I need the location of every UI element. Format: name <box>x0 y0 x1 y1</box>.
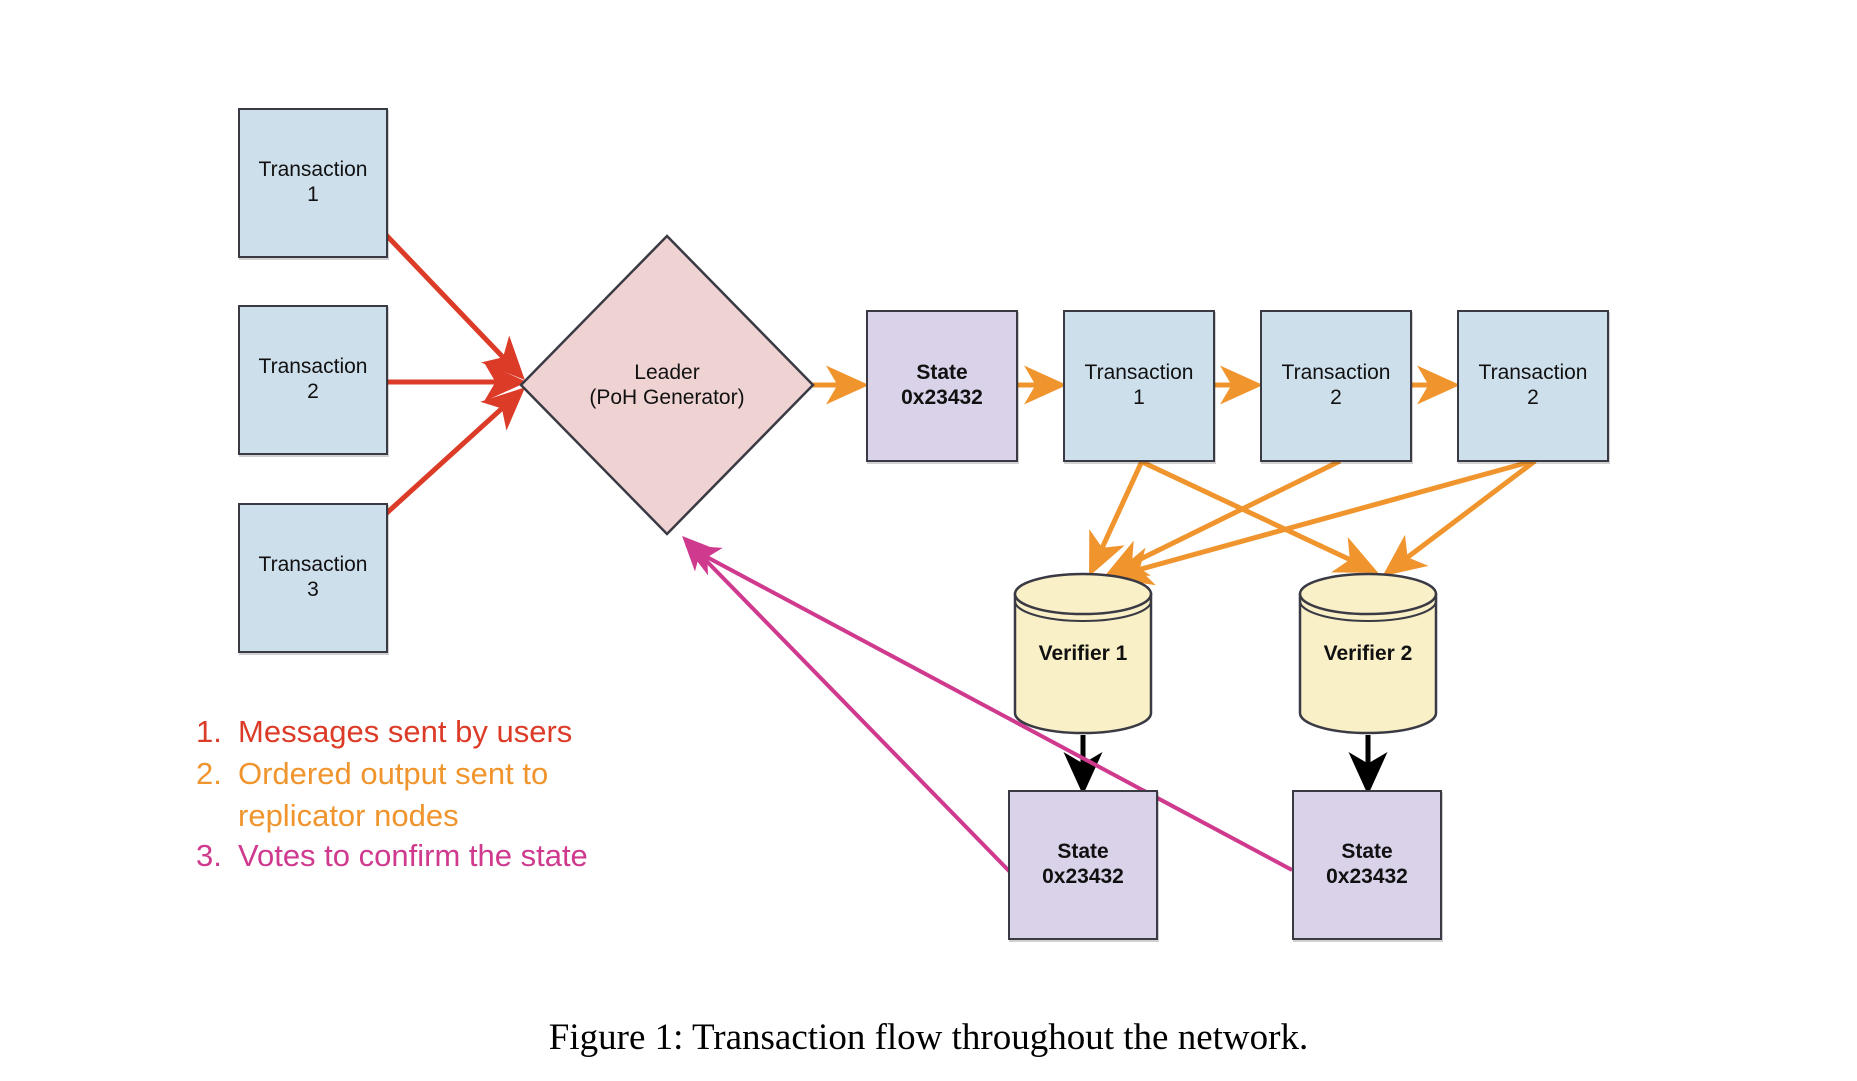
incoming-transaction-1[interactable]: Transaction 1 <box>238 108 388 258</box>
ledger-transaction-3-title: Transaction <box>1478 361 1588 385</box>
ledger-transaction-entry-1[interactable]: Transaction 1 <box>1063 310 1215 462</box>
legend-item-1-text: Messages sent by users <box>238 714 573 749</box>
leader-diamond-shape <box>519 234 815 536</box>
legend-item-3-number: 3. <box>196 838 222 873</box>
incoming-transaction-2-number: 2 <box>307 380 319 403</box>
ledger-transaction-1-number: 1 <box>1133 386 1145 409</box>
edge-group-votes <box>682 535 1293 876</box>
figure-caption: Figure 1: Transaction flow throughout th… <box>548 1017 1309 1058</box>
verifier-1-state-title: State <box>1057 840 1109 864</box>
verifier-2-state-title: State <box>1341 840 1393 864</box>
verifier-1-state-hash: 0x23432 <box>1042 865 1124 888</box>
ledger-transaction-2-number: 2 <box>1330 386 1342 409</box>
verifier-2-label: Verifier 2 <box>1323 641 1413 665</box>
leader-label-line1: Leader <box>634 360 700 384</box>
ledger-transaction-entry-3[interactable]: Transaction 2 <box>1457 310 1609 462</box>
leader-label-line2: (PoH Generator) <box>589 386 745 409</box>
edge-group-verifier-state <box>1063 735 1388 796</box>
verifier-2-cylinder-shape <box>1298 572 1438 735</box>
verifier-2-state-hash: 0x23432 <box>1326 865 1408 888</box>
verifier-1-cylinder-shape <box>1013 572 1153 735</box>
leader-node[interactable]: Leader (PoH Generator) <box>518 233 816 537</box>
ledger-transaction-3-number: 2 <box>1527 386 1539 409</box>
ledger-state-title: State <box>916 361 968 385</box>
ledger-transaction-2-title: Transaction <box>1281 361 1391 385</box>
incoming-transaction-2[interactable]: Transaction 2 <box>238 305 388 455</box>
legend-item-1: 1. Messages sent by users <box>196 712 588 752</box>
legend-item-2-continuation: replicator nodes <box>238 798 459 833</box>
ledger-transaction-1-title: Transaction <box>1084 361 1194 385</box>
incoming-transaction-3-number: 3 <box>307 578 319 601</box>
incoming-transaction-1-number: 1 <box>307 183 319 206</box>
verifier-1-label: Verifier 1 <box>1038 641 1128 665</box>
legend-item-3-text: Votes to confirm the state <box>238 838 588 873</box>
ledger-transaction-entry-2[interactable]: Transaction 2 <box>1260 310 1412 462</box>
legend-item-1-number: 1. <box>196 714 222 749</box>
verifier-1-label-wrap: Verifier 1 <box>1012 572 1154 735</box>
legend-item-2-text: Ordered output sent to <box>238 756 549 791</box>
legend: 1. Messages sent by users 2. Ordered out… <box>196 712 588 878</box>
verifier-1-state[interactable]: State 0x23432 <box>1008 790 1158 940</box>
incoming-transaction-3[interactable]: Transaction 3 <box>238 503 388 653</box>
incoming-transaction-2-title: Transaction <box>258 355 368 379</box>
legend-item-2-number: 2. <box>196 756 222 791</box>
verifier-2-label-wrap: Verifier 2 <box>1297 572 1439 735</box>
incoming-transaction-1-title: Transaction <box>258 158 368 182</box>
leader-label-group: Leader (PoH Generator) <box>518 233 816 537</box>
ledger-state-hash: 0x23432 <box>901 386 983 409</box>
legend-item-3: 3. Votes to confirm the state <box>196 836 588 876</box>
ledger-state-entry[interactable]: State 0x23432 <box>866 310 1018 462</box>
verifier-2-state[interactable]: State 0x23432 <box>1292 790 1442 940</box>
verifier-2[interactable]: Verifier 2 <box>1297 572 1439 735</box>
legend-item-2: 2. Ordered output sent to <box>196 754 588 794</box>
verifier-1[interactable]: Verifier 1 <box>1012 572 1154 735</box>
incoming-transaction-3-title: Transaction <box>258 553 368 577</box>
